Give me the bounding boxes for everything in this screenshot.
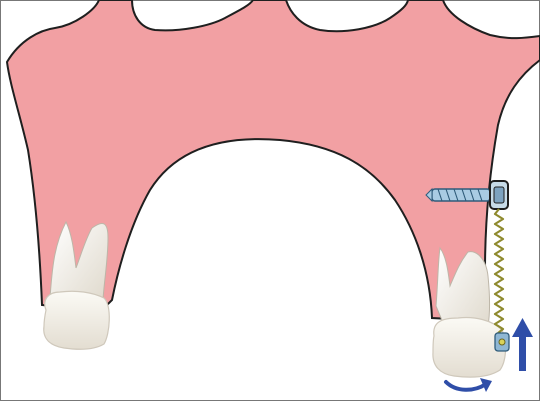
left-molar-crown [44,291,110,349]
screw-slot [494,187,504,203]
attachment-bracket [495,333,509,351]
